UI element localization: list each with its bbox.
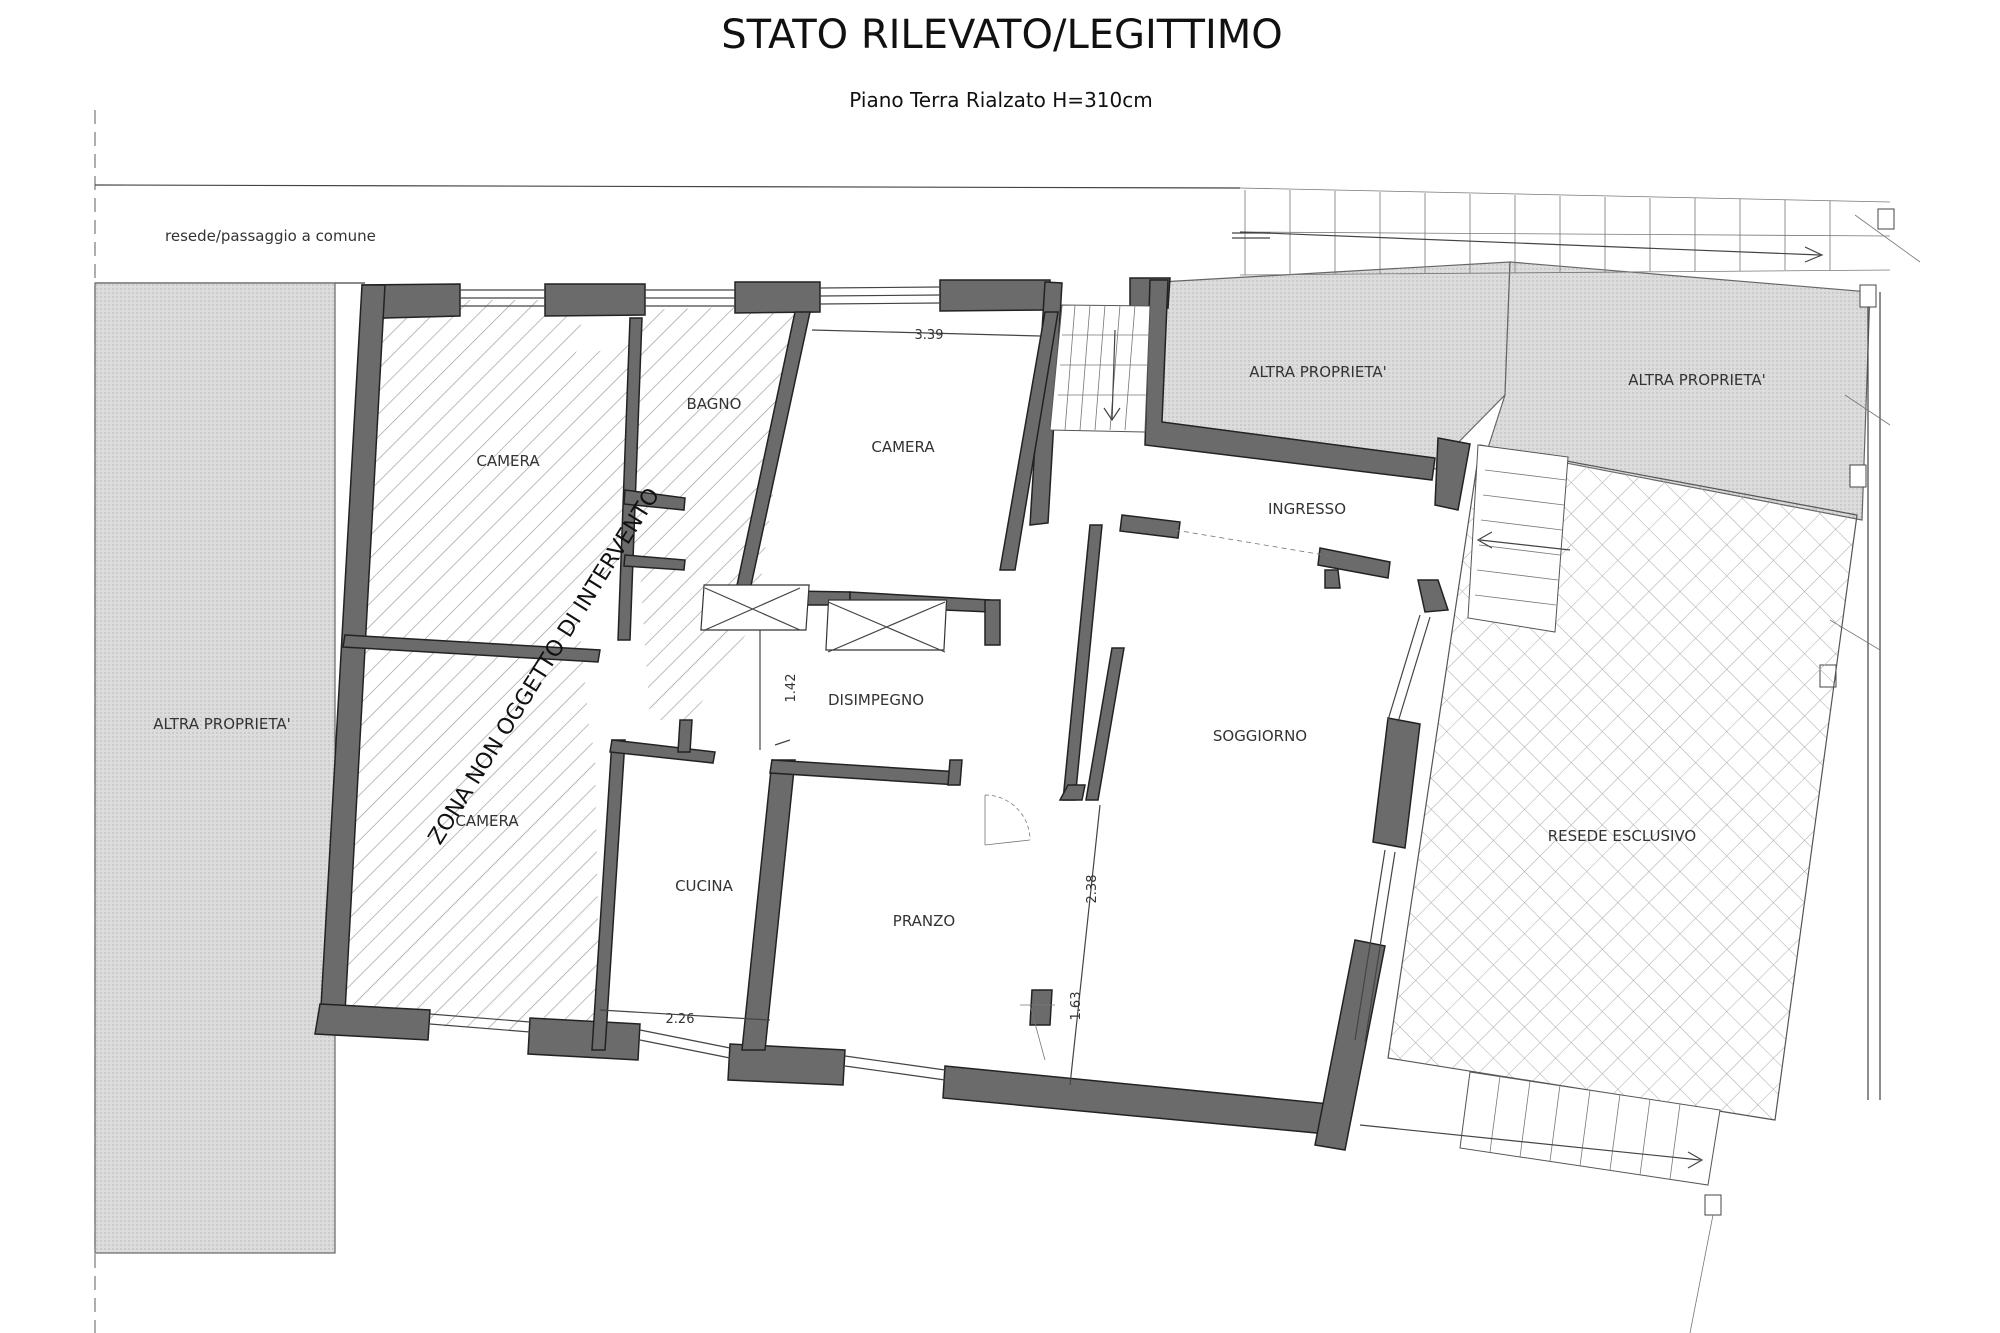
room-label-pranzo: PRANZO [893, 912, 955, 930]
page-title: STATO RILEVATO/LEGITTIMO [721, 12, 1283, 58]
windows [429, 286, 1431, 1081]
paved-passage-grid [1232, 187, 1891, 276]
room-label-camera-bottom-left: CAMERA [455, 812, 519, 830]
exterior-walls [314, 277, 1471, 1151]
hatched-zone-bathroom [630, 305, 800, 720]
dimension-lines [599, 329, 1101, 1086]
other-property-top-right-label: ALTRA PROPRIETA' [1628, 371, 1766, 389]
lower-stairs [1359, 1071, 1721, 1186]
room-label-camera-top-left: CAMERA [476, 452, 540, 470]
other-property-left-label: ALTRA PROPRIETA' [153, 715, 291, 733]
dimension-disimpegno-depth: 1.42 [784, 674, 799, 703]
other-property-left [94, 282, 336, 1254]
dimension-camera-width: 3.39 [915, 328, 944, 343]
room-label-bagno: BAGNO [687, 395, 742, 413]
internal-stairs [1049, 304, 1151, 433]
hatched-zone [330, 300, 640, 1035]
exclusive-yard [1387, 444, 1858, 1121]
dimension-opening-upper: 2.38 [1085, 875, 1100, 904]
room-label-camera-top-right: CAMERA [871, 438, 935, 456]
dimension-opening-lower: 1.63 [1069, 992, 1084, 1021]
room-label-cucina: CUCINA [675, 877, 734, 895]
room-label-soggiorno: SOGGIORNO [1213, 727, 1307, 745]
interior-walls [342, 311, 1391, 1051]
exclusive-yard-label: RESEDE ESCLUSIVO [1548, 827, 1697, 845]
entrance-stairs [1467, 444, 1571, 633]
passage-edge-line [94, 184, 1241, 189]
dimension-cucina-width: 2.26 [666, 1012, 695, 1027]
room-label-disimpegno: DISIMPEGNO [828, 691, 924, 709]
room-label-ingresso: INGRESSO [1268, 500, 1346, 518]
closets [700, 584, 948, 653]
other-property-top-middle-label: ALTRA PROPRIETA' [1249, 363, 1387, 381]
doors [984, 529, 1331, 1061]
page-subtitle: Piano Terra Rialzato H=310cm [849, 88, 1152, 112]
passage-label: resede/passaggio a comune [165, 227, 376, 245]
